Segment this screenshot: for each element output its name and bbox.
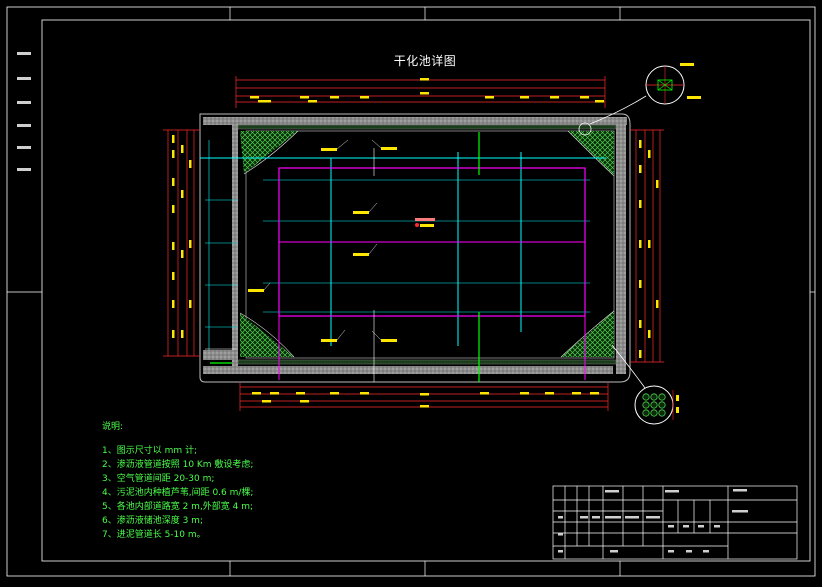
dimension-label-mark — [262, 400, 271, 403]
dimension-label-mark — [648, 330, 651, 338]
dimension-label-mark — [420, 393, 429, 396]
dimension-label-mark — [172, 150, 175, 158]
dimension-label-mark — [181, 190, 184, 198]
left-margin-labels — [17, 52, 31, 171]
dimension-label-mark — [520, 96, 529, 99]
top-wall — [203, 117, 627, 125]
dimension-label-mark — [181, 330, 184, 338]
dimension-label-mark — [181, 250, 184, 258]
dimension-label-mark — [639, 200, 642, 208]
inner-bottom-band — [237, 359, 617, 365]
dimension-label-mark — [360, 392, 369, 395]
reed-corner-bottom-left — [240, 313, 294, 357]
outer-wall-outline — [199, 113, 631, 383]
dimension-label-mark — [296, 392, 305, 395]
detail-callout-bottom — [611, 344, 679, 425]
dimension-label-mark — [258, 100, 267, 103]
dimension-label-mark — [300, 400, 309, 403]
basin-outline — [245, 130, 615, 359]
dimension-label-mark — [639, 240, 642, 248]
dimension-label-mark — [639, 350, 642, 358]
note-item: 7、进泥管道长 5-10 m。 — [102, 530, 206, 540]
dimension-label-mark — [189, 300, 192, 308]
dimension-label-mark — [590, 392, 599, 395]
dimension-label-mark — [189, 240, 192, 248]
dimension-label-mark — [420, 405, 429, 408]
dimension-label-mark — [308, 100, 317, 103]
reed-corner-bottom-right — [561, 311, 614, 357]
dimension-label-mark — [648, 240, 651, 248]
dimension-label-mark — [181, 145, 184, 153]
note-item: 4、污泥池内种植芦苇,间距 0.6 m/棵; — [102, 488, 254, 498]
dimension-label-mark — [639, 280, 642, 288]
dimension-label-mark — [172, 242, 175, 250]
dimension-label-mark — [252, 392, 261, 395]
dimension-label-mark — [572, 392, 581, 395]
pipe-network — [200, 132, 606, 382]
note-item: 1、图示尺寸以 mm 计; — [102, 446, 198, 456]
dimension-label-mark — [485, 96, 494, 99]
title-block — [552, 485, 798, 560]
dimension-label-mark — [656, 300, 659, 308]
right-wall — [616, 117, 626, 374]
inner-left-notch — [203, 350, 238, 360]
dimension-label-mark — [172, 205, 175, 213]
dimension-label-mark — [656, 180, 659, 188]
dimension-label-mark — [172, 135, 175, 143]
dimension-label-mark — [648, 150, 651, 158]
bottom-wall — [203, 366, 613, 374]
inner-left-wall — [232, 125, 238, 366]
notes-block: 说明: 1、图示尺寸以 mm 计; 2、渗沥液管道按照 10 Km 敷设考虑; … — [102, 420, 253, 542]
dimension-label-mark — [172, 330, 175, 338]
dimension-label-mark — [580, 96, 589, 99]
dimension-label-mark — [172, 178, 175, 186]
drawing-title: 干化池详图 — [393, 54, 457, 68]
dimension-label-mark — [545, 392, 554, 395]
note-item: 6、渗沥液储池深度 3 m; — [102, 516, 203, 526]
inner-frame — [41, 19, 811, 562]
detail-callout-top — [578, 63, 701, 136]
dimension-label-mark — [480, 392, 489, 395]
dimension-label-mark — [639, 165, 642, 173]
outer-frame — [6, 6, 816, 577]
notes-heading: 说明: — [102, 422, 124, 432]
dimension-labels — [172, 78, 659, 408]
note-item: 2、渗沥液管道按照 10 Km 敷设考虑; — [102, 460, 254, 470]
dimension-label-mark — [189, 160, 192, 168]
dimension-label-mark — [420, 92, 429, 95]
interior-labels — [248, 139, 397, 342]
dimension-label-mark — [360, 96, 369, 99]
dimension-label-mark — [420, 78, 429, 81]
dimension-label-mark — [300, 96, 309, 99]
dimension-label-mark — [250, 96, 259, 99]
dimension-label-mark — [520, 392, 529, 395]
reed-corner-top-left — [240, 131, 298, 174]
note-item: 5、各池内部道路宽 2 m,外部宽 4 m; — [102, 502, 254, 512]
title-block-text-marks — [558, 489, 748, 553]
dimension-label-mark — [270, 392, 279, 395]
note-item: 3、空气管道间距 20-30 m; — [102, 474, 215, 484]
dimension-label-mark — [595, 100, 604, 103]
dimension-label-mark — [330, 96, 339, 99]
dimension-label-mark — [172, 272, 175, 280]
dimension-label-mark — [550, 96, 559, 99]
center-marker — [415, 218, 435, 221]
dimension-label-mark — [330, 392, 339, 395]
dimension-label-mark — [172, 300, 175, 308]
dimension-label-mark — [639, 140, 642, 148]
zone-ticks — [7, 7, 815, 576]
dimension-label-mark — [639, 320, 642, 328]
inner-top-band — [237, 124, 617, 130]
